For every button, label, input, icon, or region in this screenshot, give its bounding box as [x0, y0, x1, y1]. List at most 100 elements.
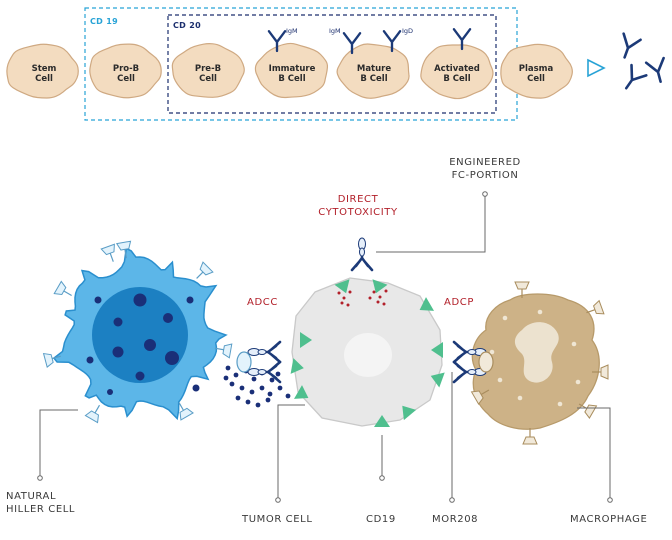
leader-tumor: [277, 404, 305, 500]
nk-granule: [86, 356, 94, 364]
red-granule: [340, 301, 344, 305]
red-granule: [382, 302, 386, 306]
cd19-receptor: [372, 279, 388, 294]
antibody-icon: [644, 56, 665, 83]
ig-label-immature: IgM: [286, 27, 298, 35]
lineage-cell: [420, 44, 494, 100]
cd19-receptor: [430, 372, 445, 388]
cd20-box: [167, 14, 497, 114]
tumor-cell-label: TUMOR CELL: [242, 514, 313, 525]
granule: [285, 393, 291, 399]
mac-granule: [517, 395, 523, 401]
nk-receptor: [100, 243, 115, 262]
tumor-cell-nucleus: [344, 333, 392, 377]
mac-granule: [489, 349, 495, 355]
lineage-cell: [89, 43, 162, 99]
fc-portion: [257, 349, 267, 355]
granule: [225, 365, 231, 371]
b-cell-lineage: [6, 28, 573, 100]
mor208-antibody: [247, 340, 282, 364]
receptor-stalk: [586, 309, 596, 314]
cd19-receptor: [431, 342, 443, 358]
receptor-triangle: [372, 279, 388, 294]
antibody-icon: [267, 30, 287, 53]
red-granule: [384, 289, 388, 293]
nk-granule: [113, 317, 123, 327]
cd19-receptor: [290, 358, 304, 374]
receptor-stalk: [178, 402, 185, 411]
red-granule: [337, 291, 341, 295]
adcp-label: ADCP: [444, 297, 474, 308]
granule: [249, 389, 255, 395]
granule: [233, 372, 239, 378]
red-granule: [376, 300, 380, 304]
lineage-cell: [254, 42, 329, 99]
granule: [275, 371, 281, 377]
granule: [223, 375, 229, 381]
cd19-receptor: [300, 332, 312, 348]
red-granule: [368, 296, 372, 300]
receptor-cup: [100, 243, 115, 256]
red-granule: [348, 290, 352, 294]
mac-granule: [575, 379, 581, 385]
ig-label-mature-left: IgM: [329, 27, 341, 35]
cytotoxic-granules: [337, 289, 388, 307]
nk-granule: [107, 389, 113, 395]
mac-receptor: [514, 281, 530, 298]
natural-killer-cell: [42, 240, 233, 424]
lineage-cell: [6, 43, 79, 99]
receptor-triangle: [402, 405, 417, 421]
granule: [245, 399, 251, 405]
granule: [277, 385, 283, 391]
receptor-cup: [179, 407, 194, 421]
antibody-shape: [342, 32, 362, 55]
receptor-triangle: [294, 385, 309, 399]
cd19-receptor: [334, 279, 350, 294]
antibody-shape: [452, 28, 472, 51]
leader-lines: [39, 194, 611, 500]
macrophage-label: MACROPHAGE: [570, 514, 648, 525]
receptor-triangle: [430, 372, 445, 388]
mac-granule: [571, 341, 577, 347]
nk-granule: [133, 293, 147, 307]
leader-dot: [607, 497, 613, 503]
antibody-icon: [452, 28, 472, 51]
mac-granule: [557, 401, 563, 407]
red-granule: [346, 303, 350, 307]
cd19-caption: CD19: [366, 514, 396, 525]
mac-receptor: [592, 364, 609, 380]
antibody-icon: [622, 32, 642, 59]
mac-receptor: [522, 428, 538, 445]
receptor-stalk: [109, 252, 114, 262]
nk-granule: [112, 346, 124, 358]
receptor-stalk: [94, 404, 101, 414]
mac-receptor: [586, 299, 605, 315]
free-antibodies: [622, 32, 665, 90]
receptor-triangle: [300, 332, 312, 348]
antibody-shape: [267, 30, 287, 53]
leader-dot: [449, 497, 455, 503]
granule: [239, 385, 245, 391]
nk-receptor: [42, 352, 61, 368]
nk-granule: [144, 339, 156, 351]
nk-cell-granules: [86, 293, 200, 395]
antibody-icon: [342, 32, 362, 55]
receptor-stalk: [51, 355, 61, 360]
antibody-icon: [382, 30, 402, 53]
cd19-receptor: [374, 415, 390, 427]
mac-receptor: [470, 389, 490, 405]
receptor-cup: [514, 281, 530, 290]
nk-granule: [135, 371, 145, 381]
mor208-label: MOR208: [432, 514, 479, 525]
receptor-stalk: [63, 290, 72, 297]
nk-receptor: [178, 402, 194, 421]
